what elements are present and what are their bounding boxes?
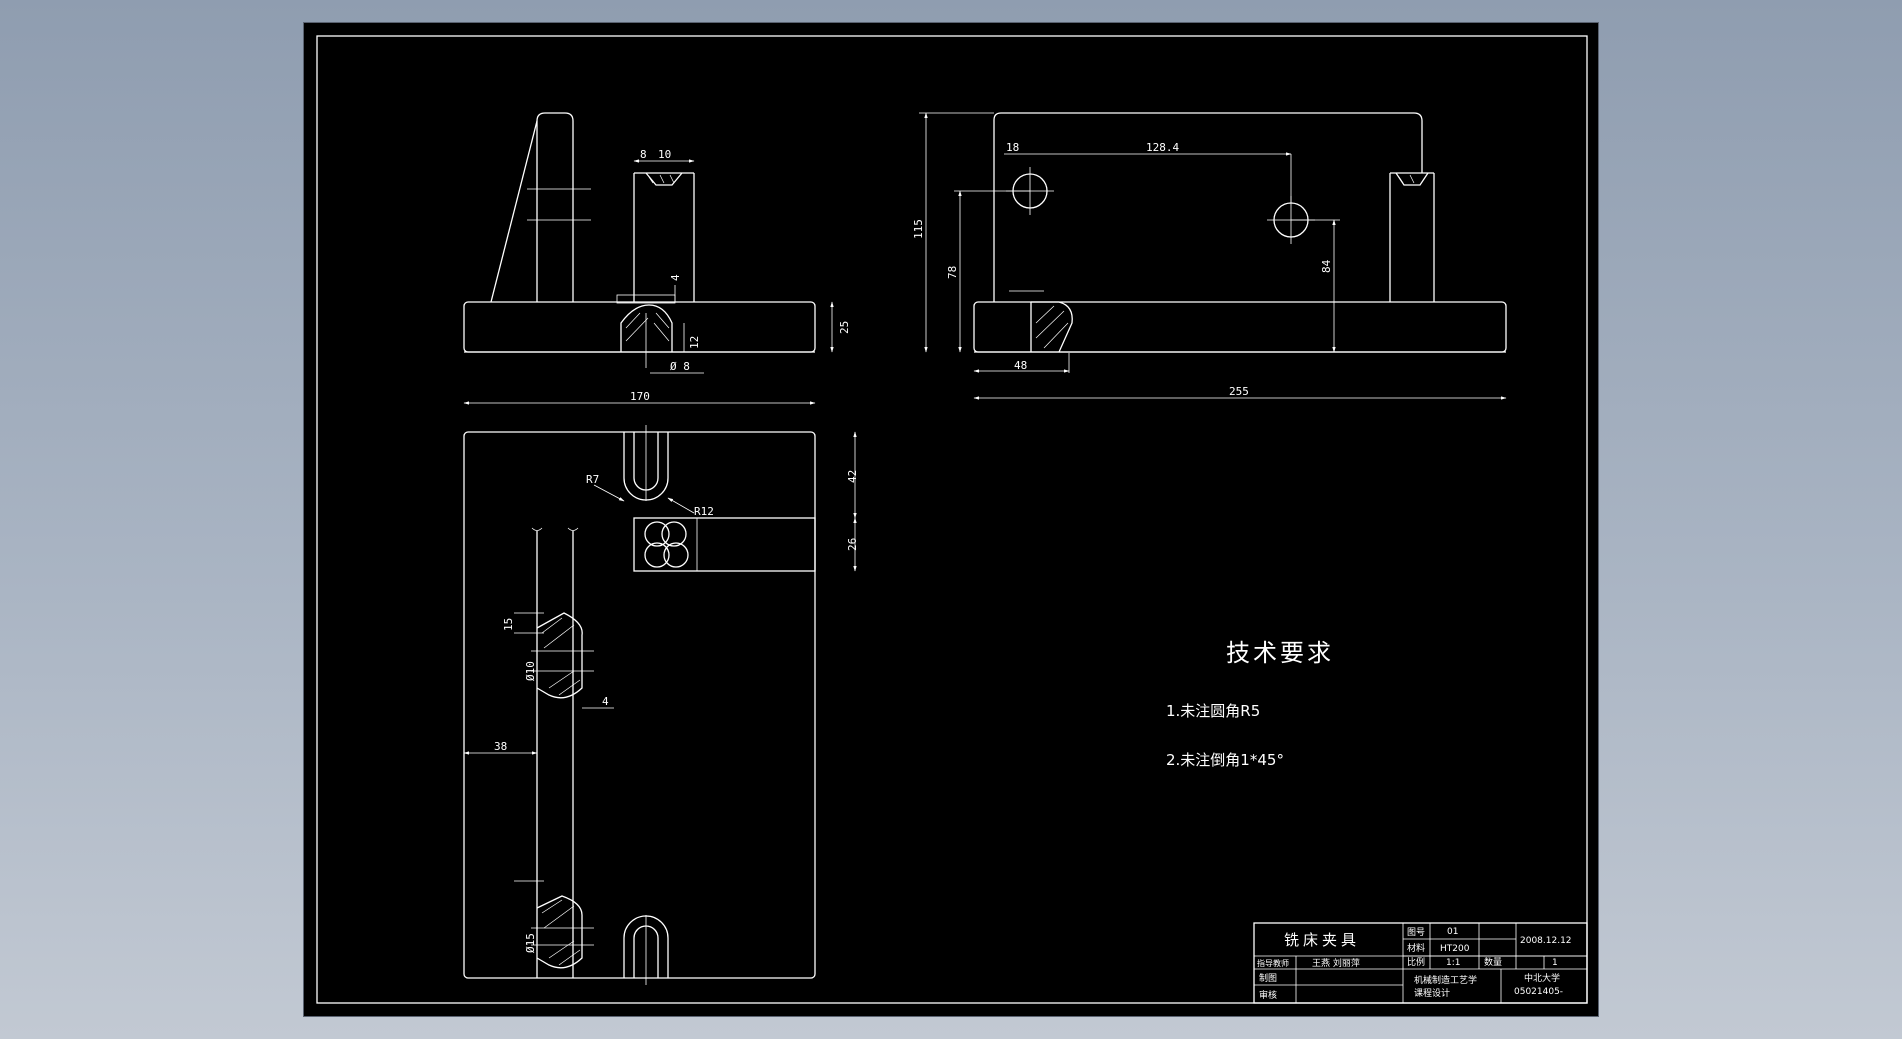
instructor-label: 指导教师 (1257, 958, 1289, 968)
dim-12: 12 (688, 336, 701, 349)
dim-48: 48 (1014, 359, 1027, 372)
title-block-name: 铣床夹具 (1284, 931, 1360, 949)
dim-R7: R7 (586, 473, 599, 486)
drawing-no-label: 图号 (1407, 927, 1425, 938)
tech-req-item-2: 2.未注倒角1*45° (1166, 751, 1284, 769)
dim-18: 18 (1006, 141, 1019, 154)
material-label: 材料 (1407, 942, 1425, 954)
student-no: 05021405- (1514, 987, 1563, 997)
front-view: 8 10 4 12 25 Ø 8 170 (463, 112, 851, 405)
qty-label: 数量 (1484, 956, 1502, 968)
dim-25: 25 (838, 321, 851, 334)
tech-req-title: 技术要求 (1226, 639, 1334, 667)
school: 中北大学 (1524, 972, 1560, 984)
dim-84: 84 (1320, 259, 1333, 273)
date: 2008.12.12 (1520, 936, 1572, 946)
dim-phi8: Ø 8 (670, 360, 690, 373)
drawing-frame: 8 10 4 12 25 Ø 8 170 (304, 23, 1598, 1016)
course: 机械制造工艺学 (1414, 974, 1477, 986)
dim-4-side: 4 (602, 695, 609, 708)
dim-phi15: Ø15 (524, 933, 537, 953)
dim-128: 128.4 (1146, 141, 1179, 154)
course2: 课程设计 (1414, 987, 1450, 999)
tech-req-item-1: 1.未注圆角R5 (1166, 702, 1261, 720)
inner-border (316, 35, 1588, 1004)
dim-42: 42 (846, 470, 859, 483)
dim-R12: R12 (694, 505, 714, 518)
qty: 1 (1552, 958, 1558, 968)
material: HT200 (1440, 944, 1470, 954)
checked-label: 审核 (1259, 989, 1277, 1001)
dim-38: 38 (494, 740, 507, 753)
drawn-label: 制图 (1259, 972, 1277, 984)
scale-label: 比例 (1407, 956, 1425, 968)
technical-requirements: 技术要求 1.未注圆角R5 2.未注倒角1*45° (1164, 633, 1524, 798)
dim-phi10: Ø10 (524, 661, 537, 681)
title-block: 铣床夹具 图号 01 材料 HT200 2008.12.12 比例 1:1 数量… (1253, 922, 1588, 1004)
dim-10: 10 (658, 148, 671, 161)
instructor: 王燕 刘丽萍 (1312, 957, 1360, 969)
dim-255: 255 (1229, 385, 1249, 398)
dim-115: 115 (912, 219, 925, 239)
dim-26: 26 (846, 538, 859, 551)
drawing-no: 01 (1447, 927, 1458, 937)
scale: 1:1 (1446, 958, 1460, 968)
cad-drawing: 8 10 4 12 25 Ø 8 170 (316, 35, 1588, 1004)
dim-78: 78 (946, 266, 959, 279)
dim-8: 8 (640, 148, 647, 161)
top-view: 15 Ø10 4 Ø15 38 R7 R12 42 26 (463, 425, 859, 985)
dim-15-top: 15 (502, 618, 515, 631)
dim-170: 170 (630, 390, 650, 403)
dim-4-top: 4 (669, 274, 682, 281)
side-view: 18 128.4 115 78 84 48 255 (912, 112, 1507, 400)
